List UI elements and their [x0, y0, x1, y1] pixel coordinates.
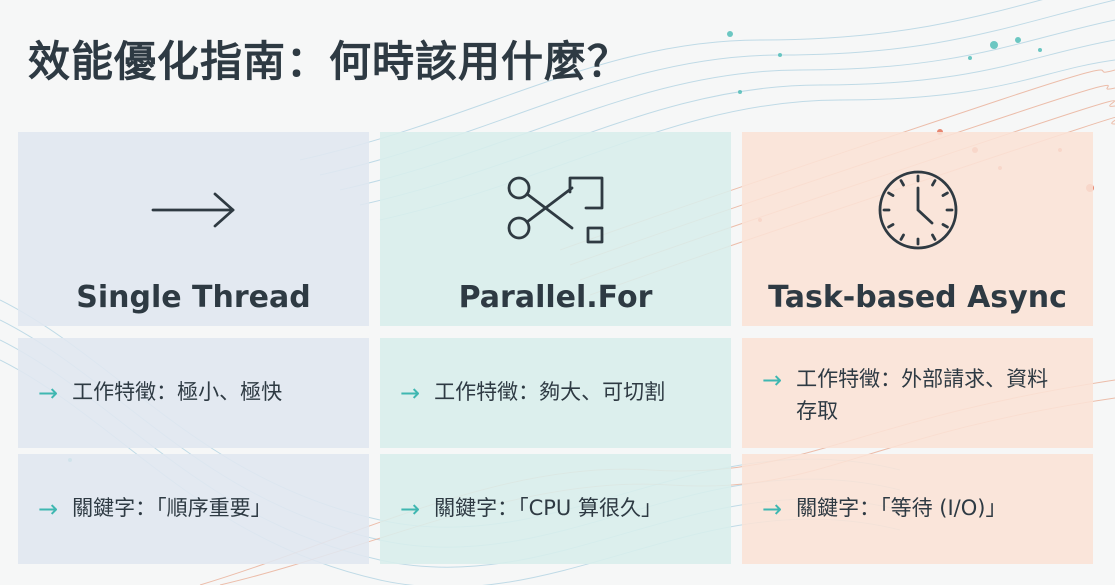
header-card-task-async: Task-based Async — [742, 132, 1093, 326]
teal-arrow-icon: → — [762, 366, 783, 394]
column-single-thread: Single Thread → 工作特徵：極小、極快 → 關鍵字：「順序重要」 — [18, 132, 369, 564]
column-parallel-for: Parallel.For → 工作特徵：夠大、可切割 → 關鍵字：「CPU 算很… — [380, 132, 731, 564]
keyword-row: → 關鍵字：「CPU 算很久」 — [380, 454, 731, 564]
clock-icon — [863, 170, 973, 250]
keyword-row: → 關鍵字：「順序重要」 — [18, 454, 369, 564]
teal-arrow-icon: → — [762, 495, 783, 523]
right-arrow-icon — [139, 170, 249, 250]
feature-row: → 工作特徵：夠大、可切割 — [380, 338, 731, 448]
keyword-row: → 關鍵字：「等待 (I/O)」 — [742, 454, 1093, 564]
column-task-async: Task-based Async → 工作特徵：外部請求、資料存取 → 關鍵字：… — [742, 132, 1093, 564]
keyword-text: 關鍵字：「CPU 算很久」 — [434, 496, 662, 521]
scissors-icon — [501, 170, 611, 250]
teal-arrow-icon: → — [38, 495, 59, 523]
feature-text: 工作特徵：夠大、可切割 — [434, 380, 666, 405]
page-title: 效能優化指南：何時該用什麼？ — [28, 37, 631, 86]
feature-row: → 工作特徵：外部請求、資料存取 — [742, 338, 1093, 448]
card-title: Task-based Async — [768, 280, 1067, 315]
keyword-text: 關鍵字：「順序重要」 — [72, 496, 272, 521]
teal-arrow-icon: → — [400, 495, 421, 523]
card-title: Single Thread — [76, 280, 311, 315]
keyword-text: 關鍵字：「等待 (I/O)」 — [796, 496, 1007, 521]
dots — [68, 31, 1042, 462]
teal-arrow-icon: → — [400, 379, 421, 407]
card-title: Parallel.For — [458, 280, 653, 315]
feature-text: 工作特徵：極小、極快 — [72, 380, 283, 405]
feature-row: → 工作特徵：極小、極快 — [18, 338, 369, 448]
feature-text: 工作特徵：外部請求、資料存取 — [796, 367, 1049, 423]
header-card-single-thread: Single Thread — [18, 132, 369, 326]
header-card-parallel-for: Parallel.For — [380, 132, 731, 326]
teal-arrow-icon: → — [38, 379, 59, 407]
